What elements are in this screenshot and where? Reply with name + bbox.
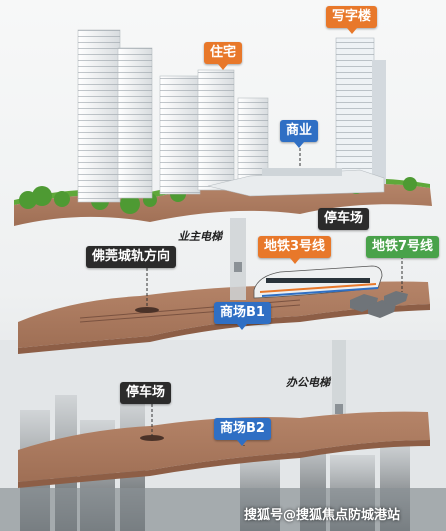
b2-level xyxy=(18,411,430,488)
owner-elevator-label: 业主电梯 xyxy=(178,230,222,243)
source-watermark: 搜狐号@搜狐焦点防城港站 xyxy=(244,508,401,523)
mall-b2-tag: 商场B2 xyxy=(214,418,271,446)
office-tag: 写字楼 xyxy=(326,6,378,34)
foguan-direction-tag: 佛莞城轨方向 xyxy=(86,246,177,268)
office-tower xyxy=(335,37,386,189)
metro-train xyxy=(253,265,383,299)
elevator-shafts xyxy=(230,218,346,424)
mall-b1-tag: 商场B1 xyxy=(214,302,271,330)
metro3-tag: 地铁3号线 xyxy=(258,236,332,264)
parking-b2-tag: 停车场 xyxy=(120,382,172,404)
parking-top-tag: 停车场 xyxy=(318,208,370,230)
parked-cars xyxy=(350,291,408,318)
office-elevator-label: 办公电梯 xyxy=(286,376,330,389)
commercial-podium xyxy=(207,168,385,197)
metro7-tag: 地铁7号线 xyxy=(366,236,440,258)
commercial-tag: 商业 xyxy=(280,120,319,148)
residential-tag: 住宅 xyxy=(204,42,243,70)
